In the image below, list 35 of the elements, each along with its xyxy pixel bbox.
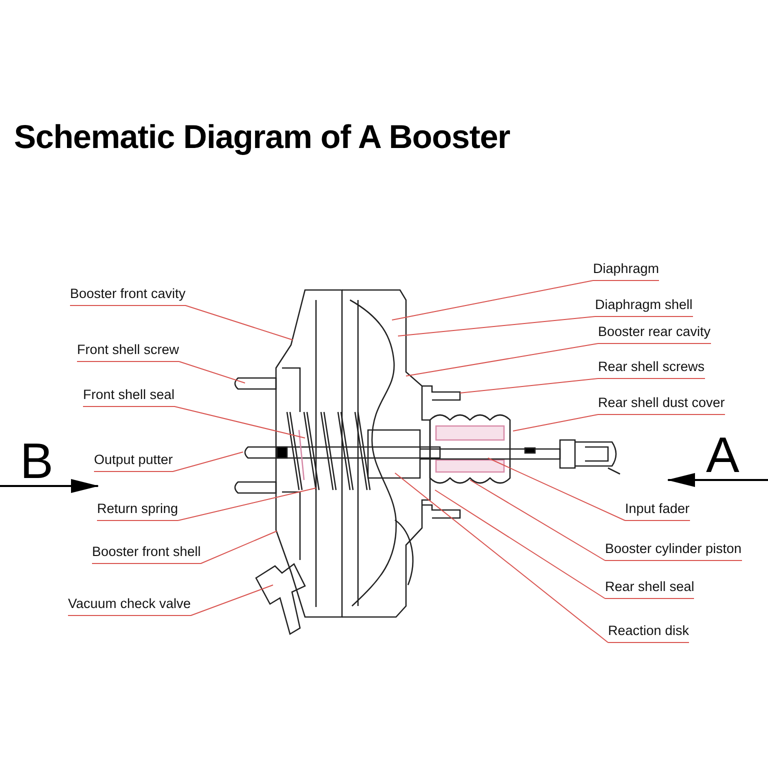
leader-line bbox=[172, 452, 244, 472]
title: Schematic Diagram of A Booster bbox=[14, 118, 510, 156]
part-label: Rear shell seal bbox=[605, 579, 694, 599]
leader-line bbox=[178, 488, 316, 521]
part-label: Front shell seal bbox=[83, 387, 175, 407]
part-label: Front shell screw bbox=[77, 342, 180, 362]
part-label: Booster cylinder piston bbox=[605, 541, 742, 561]
leader-line bbox=[185, 305, 294, 340]
view-letter: A bbox=[706, 430, 740, 480]
part-label: Booster front cavity bbox=[70, 286, 186, 306]
part-label: Rear shell dust cover bbox=[598, 395, 725, 415]
part-label: Booster front shell bbox=[92, 544, 201, 564]
leader-line bbox=[190, 584, 274, 616]
leader-line bbox=[174, 406, 306, 438]
view-letter: B bbox=[20, 436, 54, 486]
part-label: Return spring bbox=[97, 501, 178, 521]
part-label: Reaction disk bbox=[608, 623, 690, 643]
leader-line bbox=[392, 280, 594, 320]
part-label: Diaphragm shell bbox=[595, 297, 693, 317]
part-label: Output putter bbox=[94, 452, 173, 472]
leader-line bbox=[200, 530, 278, 564]
leader-line bbox=[470, 480, 606, 561]
part-label: Rear shell screws bbox=[598, 359, 705, 379]
leader-line bbox=[488, 458, 626, 521]
leader-line bbox=[434, 490, 606, 599]
part-label: Vacuum check valve bbox=[68, 596, 191, 616]
leader-line bbox=[178, 361, 246, 384]
part-label: Input fader bbox=[625, 501, 690, 521]
part-label: Booster rear cavity bbox=[598, 324, 711, 344]
leader-line bbox=[406, 343, 598, 376]
leader-line bbox=[394, 472, 608, 643]
leader-line bbox=[460, 378, 598, 394]
leader-line bbox=[398, 316, 596, 336]
part-label: Diaphragm bbox=[593, 261, 660, 281]
leader-line bbox=[512, 414, 598, 432]
